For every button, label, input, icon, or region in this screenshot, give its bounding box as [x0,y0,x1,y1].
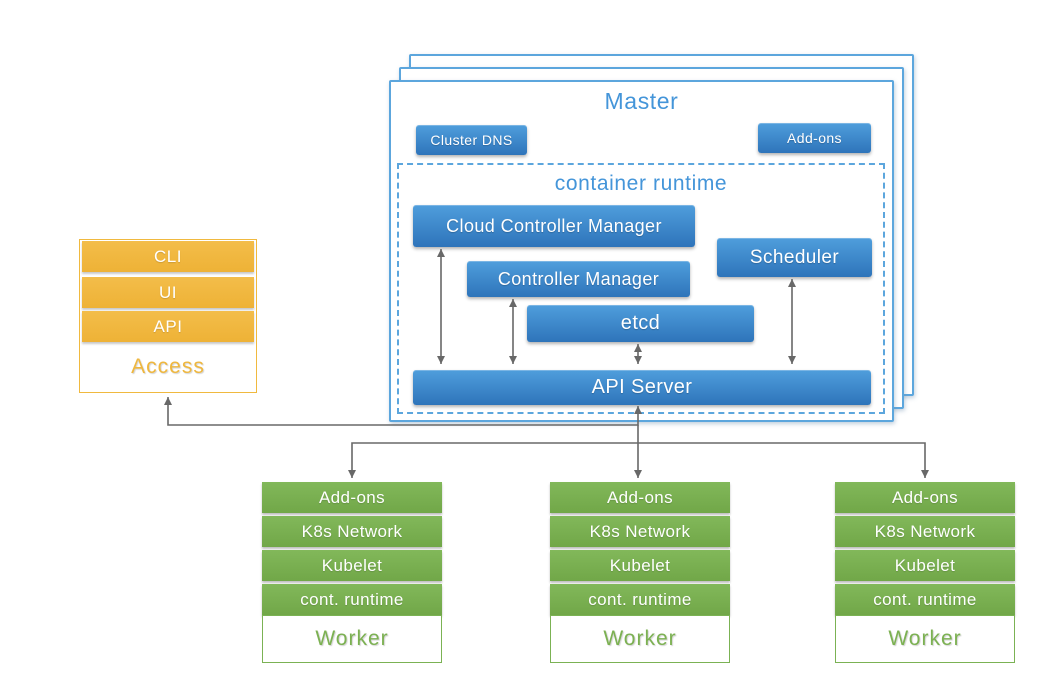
container-runtime-group: container runtime Cloud Controller Manag… [397,163,885,414]
master-title: Master [604,88,679,114]
worker1-k8s-network-bar: K8s Network [262,516,442,547]
access-item-ui: UI [82,277,254,308]
access-node: CLI UI API Access [79,239,257,393]
access-title: Access [131,355,205,378]
api-server-box: API Server [413,370,871,405]
master-node: Master Cluster DNS Add-ons container run… [389,80,894,422]
master-addons-box: Add-ons [758,123,871,153]
worker2-addons-bar: Add-ons [550,482,730,513]
worker2-cont-runtime-bar: cont. runtime [550,584,730,615]
worker2-kubelet-bar: Kubelet [550,550,730,581]
scheduler-box: Scheduler [717,238,872,277]
worker-node-1: Add-ons K8s Network Kubelet cont. runtim… [262,482,442,663]
worker1-kubelet-bar: Kubelet [262,550,442,581]
worker3-title: Worker [835,615,1015,663]
worker2-title: Worker [550,615,730,663]
container-runtime-title: container runtime [554,172,728,195]
worker-node-3: Add-ons K8s Network Kubelet cont. runtim… [835,482,1015,663]
worker3-cont-runtime-bar: cont. runtime [835,584,1015,615]
worker1-addons-bar: Add-ons [262,482,442,513]
connector-apiserver-worker3 [638,442,929,478]
worker1-title: Worker [262,615,442,663]
cloud-controller-manager-box: Cloud Controller Manager [413,205,695,247]
worker-node-2: Add-ons K8s Network Kubelet cont. runtim… [550,482,730,663]
worker2-k8s-network-bar: K8s Network [550,516,730,547]
access-item-cli: CLI [82,241,254,272]
etcd-box: etcd [527,305,754,342]
access-item-api: API [82,311,254,342]
worker1-cont-runtime-bar: cont. runtime [262,584,442,615]
cluster-dns-box: Cluster DNS [416,125,527,155]
worker3-kubelet-bar: Kubelet [835,550,1015,581]
worker3-addons-bar: Add-ons [835,482,1015,513]
worker3-k8s-network-bar: K8s Network [835,516,1015,547]
connector-apiserver-worker1 [348,442,638,478]
controller-manager-box: Controller Manager [467,261,690,297]
